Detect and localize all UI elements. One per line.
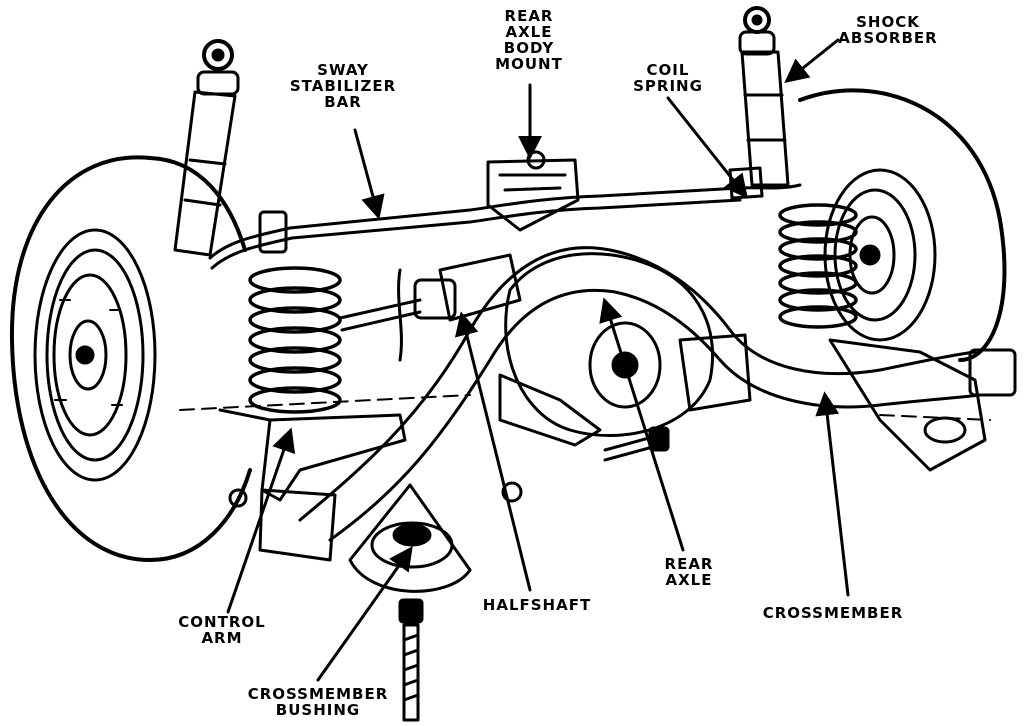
- body-outline: [179, 394, 991, 421]
- left-wheel: [9, 155, 252, 562]
- label-crossmember-bushing: CROSSMEMBER BUSHING: [247, 685, 389, 719]
- left-coil-spring: [248, 266, 342, 414]
- right-coil-spring: [778, 203, 858, 329]
- leader-crossmember: [815, 391, 850, 597]
- label-coil-spring: COIL SPRING: [633, 61, 703, 95]
- leader-bushing: [316, 546, 413, 682]
- mounting-bolts: [228, 426, 670, 508]
- callout-leaders: [226, 38, 850, 682]
- leader-shock: [784, 38, 840, 83]
- crossmember-bolt: [398, 598, 424, 722]
- crossmember: [298, 246, 1017, 542]
- leader-rear-axle: [599, 297, 685, 552]
- left-shock-absorber: [173, 39, 240, 257]
- leader-control-arm: [226, 427, 296, 614]
- halfshaft: [338, 268, 422, 362]
- crossmember-bushing: [348, 483, 472, 593]
- label-control-arm: CONTROL ARM: [178, 613, 266, 647]
- label-sway-stabilizer-bar: SWAY STABILIZER BAR: [289, 61, 397, 111]
- differential: [413, 252, 752, 447]
- leader-halfshaft: [454, 311, 532, 592]
- leader-sway-bar: [353, 128, 385, 220]
- label-rear-axle-body-mount: REAR AXLE BODY MOUNT: [495, 7, 563, 73]
- leader-coil-spring: [666, 96, 748, 199]
- label-shock-absorber: SHOCK ABSORBER: [838, 13, 938, 47]
- label-crossmember: CROSSMEMBER: [762, 604, 904, 622]
- label-halfshaft: HALFSHAFT: [482, 596, 592, 614]
- control-arm-left: [218, 408, 407, 562]
- label-rear-axle: REAR AXLE: [664, 555, 714, 589]
- right-shock-absorber: [738, 6, 790, 187]
